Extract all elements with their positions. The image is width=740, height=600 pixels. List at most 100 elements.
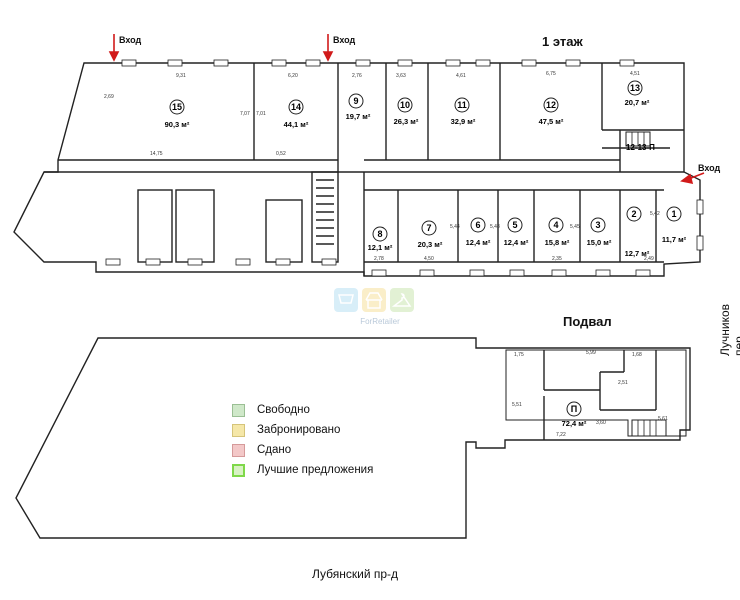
- ground-floor-title: 1 этаж: [542, 34, 583, 49]
- svg-text:2,49: 2,49: [644, 256, 654, 262]
- svg-text:5,99: 5,99: [586, 350, 596, 356]
- room-5-area: 12,4 м²: [504, 238, 529, 247]
- legend-swatch-free: [232, 403, 245, 417]
- room-4-area: 15,8 м²: [545, 238, 570, 247]
- svg-text:2,35: 2,35: [552, 256, 562, 262]
- room-10-area: 26,3 м²: [394, 117, 419, 126]
- street-label-right: Лучников пер.: [718, 303, 740, 356]
- entrance-label-west: Вход: [119, 35, 142, 45]
- room-9[interactable]: 9 19,7 м²: [346, 93, 371, 121]
- room-p-number: П: [571, 404, 577, 414]
- legend-item-rented[interactable]: Сдано: [232, 440, 373, 460]
- room-8-number: 8: [377, 229, 382, 239]
- room-15[interactable]: 15 90,3 м²: [165, 99, 190, 129]
- svg-text:5,45: 5,45: [570, 224, 580, 230]
- logo-text: ForRetailer: [360, 317, 400, 326]
- entrance-label-center: Вход: [333, 35, 356, 45]
- room-8[interactable]: 8 12,1 м²: [368, 226, 393, 252]
- svg-text:2,76: 2,76: [352, 73, 362, 79]
- forretailer-logo: [334, 288, 414, 312]
- room-12-number: 12: [546, 100, 556, 110]
- svg-text:3,63: 3,63: [396, 73, 406, 79]
- room-1[interactable]: 1 11,7 м²: [662, 206, 687, 244]
- svg-text:1,68: 1,68: [632, 352, 642, 358]
- room-12-area: 47,5 м²: [539, 117, 564, 126]
- legend-item-reserved[interactable]: Забронировано: [232, 420, 373, 440]
- entrance-label-east: Вход: [698, 163, 721, 173]
- room-15-number: 15: [172, 102, 182, 112]
- room-6-number: 6: [475, 220, 480, 230]
- room-11-area: 32,9 м²: [451, 117, 476, 126]
- svg-text:4,50: 4,50: [424, 256, 434, 262]
- svg-text:4,61: 4,61: [456, 73, 466, 79]
- svg-text:1,75: 1,75: [514, 352, 524, 358]
- room-3[interactable]: 3 15,0 м²: [587, 217, 612, 247]
- room-9-area: 19,7 м²: [346, 112, 371, 121]
- entrance-arrows: [108, 34, 705, 185]
- legend-label-reserved: Забронировано: [257, 424, 341, 436]
- room-5-number: 5: [512, 220, 517, 230]
- basement-title: Подвал: [563, 314, 612, 329]
- room-3-area: 15,0 м²: [587, 238, 612, 247]
- svg-text:5,61: 5,61: [658, 416, 668, 422]
- room-4[interactable]: 4 15,8 м²: [545, 217, 570, 247]
- street-label-bottom: Лубянский пр-д: [312, 567, 399, 581]
- cart-icon: [334, 288, 358, 312]
- room-2-area: 12,7 м²: [625, 249, 650, 258]
- room-labels: 15 90,3 м² 14 44,1 м² 9 19,7 м² 10 26,3 …: [165, 80, 687, 428]
- svg-text:0,52: 0,52: [276, 151, 286, 157]
- room-9-number: 9: [353, 96, 358, 106]
- svg-text:5,51: 5,51: [512, 402, 522, 408]
- legend-item-free[interactable]: Свободно: [232, 400, 373, 420]
- svg-text:5,48: 5,48: [490, 224, 500, 230]
- svg-text:7,01: 7,01: [256, 111, 266, 117]
- svg-text:2,78: 2,78: [374, 256, 384, 262]
- room-1-area: 11,7 м²: [662, 235, 687, 244]
- room-13-area: 20,7 м²: [625, 98, 650, 107]
- legend-label-best-offers: Лучшие предложения: [257, 464, 374, 476]
- room-7[interactable]: 7 20,3 м²: [418, 220, 443, 249]
- legend-item-best-offers[interactable]: Лучшие предложения: [232, 460, 373, 480]
- svg-text:2,69: 2,69: [104, 94, 114, 100]
- room-14-number: 14: [291, 102, 301, 112]
- room-10-number: 10: [400, 100, 410, 110]
- dimension-labels: 9,31 6,20 2,76 3,63 4,61 6,75 4,51 14,75…: [104, 71, 668, 438]
- svg-text:5,44: 5,44: [450, 224, 460, 230]
- room-6-area: 12,4 м²: [466, 238, 491, 247]
- room-3-number: 3: [595, 220, 600, 230]
- svg-text:4,51: 4,51: [630, 71, 640, 77]
- room-5[interactable]: 5 12,4 м²: [504, 217, 529, 247]
- room-14[interactable]: 14 44,1 м²: [284, 99, 309, 129]
- room-10[interactable]: 10 26,3 м²: [394, 97, 419, 126]
- svg-text:7,07: 7,07: [240, 111, 250, 117]
- basement: [15, 337, 691, 539]
- legend-swatch-reserved: [232, 423, 245, 437]
- legend-label-free: Свободно: [257, 404, 310, 416]
- room-6[interactable]: 6 12,4 м²: [466, 217, 491, 247]
- room-15-area: 90,3 м²: [165, 120, 190, 129]
- room-7-area: 20,3 м²: [418, 240, 443, 249]
- room-1-number: 1: [671, 209, 676, 219]
- room-12[interactable]: 12 47,5 м²: [539, 97, 564, 126]
- room-11[interactable]: 11 32,9 м²: [451, 97, 476, 126]
- room-2[interactable]: 2 12,7 м²: [625, 206, 650, 258]
- ground-floor: [13, 62, 701, 277]
- windows: [105, 59, 704, 277]
- legend-swatch-best-offers: [232, 463, 245, 477]
- svg-text:6,75: 6,75: [546, 71, 556, 77]
- room-p-area: 72,4 м²: [562, 419, 587, 428]
- legend: Свободно Забронировано Сдано Лучшие пред…: [232, 400, 373, 480]
- legend-label-rented: Сдано: [257, 444, 292, 456]
- svg-text:9,31: 9,31: [176, 73, 186, 79]
- room-13[interactable]: 13 20,7 м²: [625, 80, 650, 107]
- room-7-number: 7: [426, 223, 431, 233]
- room-8-area: 12,1 м²: [368, 243, 393, 252]
- room-13-number: 13: [630, 83, 640, 93]
- svg-text:5,42: 5,42: [650, 211, 660, 217]
- room-p[interactable]: П 72,4 м²: [562, 401, 587, 428]
- legend-swatch-rented: [232, 443, 245, 457]
- svg-text:7,22: 7,22: [556, 432, 566, 438]
- room-14-area: 44,1 м²: [284, 120, 309, 129]
- room-4-number: 4: [553, 220, 558, 230]
